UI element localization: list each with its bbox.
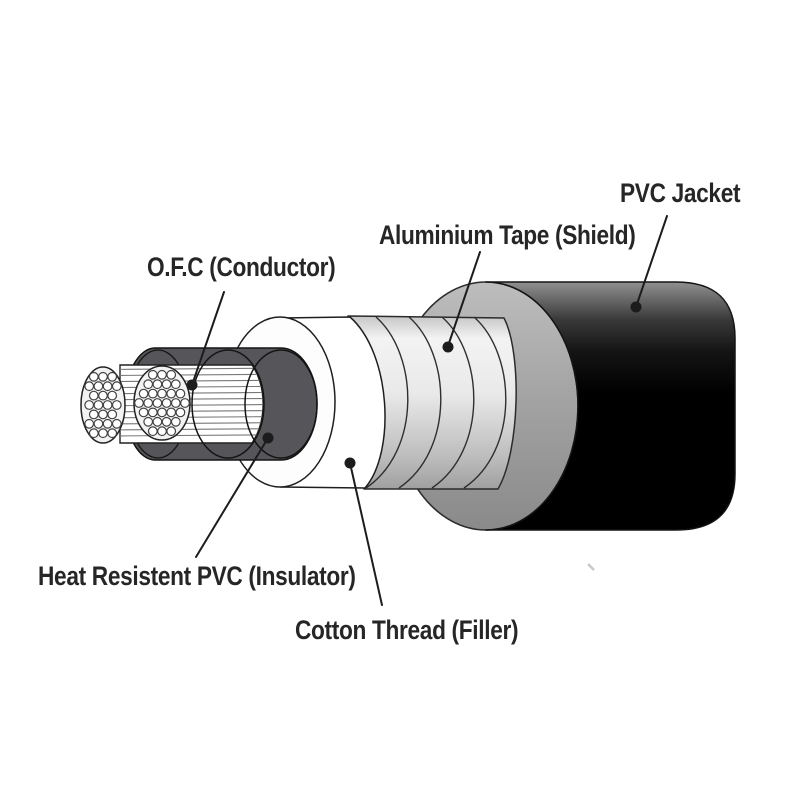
image-artifact-speck bbox=[587, 563, 595, 571]
insulator-core-outline-front bbox=[191, 349, 265, 459]
wire-strand bbox=[84, 400, 95, 410]
ofc-conductor-bundle-front bbox=[80, 366, 126, 444]
callout-dot-filler bbox=[344, 457, 356, 469]
callout-dot-shield bbox=[442, 341, 454, 353]
wire-strand bbox=[111, 381, 122, 392]
label-aluminium-tape-shield: Aluminium Tape (Shield) bbox=[379, 220, 636, 250]
wire-strand bbox=[107, 371, 118, 382]
strand-wires bbox=[84, 371, 122, 439]
wire-strand bbox=[147, 369, 158, 380]
wire-strand bbox=[84, 418, 95, 429]
wire-strand bbox=[111, 400, 122, 410]
wire-strand bbox=[161, 398, 172, 408]
wire-strand bbox=[147, 426, 158, 437]
callout-dot-insulator bbox=[262, 432, 274, 444]
leader-lines bbox=[191, 215, 668, 606]
wire-strand bbox=[166, 426, 177, 437]
pvc-jacket-body bbox=[485, 281, 736, 531]
wire-strand bbox=[88, 409, 99, 420]
label-pvc-jacket: PVC Jacket bbox=[620, 178, 741, 208]
wire-strand bbox=[138, 407, 149, 418]
wire-strand bbox=[147, 388, 158, 399]
wire-strand bbox=[88, 390, 99, 401]
wire-strand bbox=[170, 416, 181, 427]
wire-strand bbox=[138, 388, 149, 399]
wire-strand bbox=[147, 407, 158, 418]
wire-strand bbox=[161, 416, 172, 427]
wire-strand bbox=[143, 416, 154, 427]
wire-strand bbox=[107, 428, 118, 439]
wire-strand bbox=[107, 390, 118, 401]
callout-dot-jacket bbox=[630, 301, 642, 313]
wire-strand bbox=[88, 371, 99, 382]
wire-strand bbox=[170, 398, 181, 408]
wire-strand bbox=[170, 379, 181, 390]
wire-strand bbox=[166, 407, 177, 418]
insulator-core-outline-back bbox=[244, 349, 318, 459]
wire-strand bbox=[88, 428, 99, 439]
wire-strand bbox=[157, 388, 167, 399]
strand-wires bbox=[134, 369, 190, 437]
wire-strand bbox=[157, 426, 167, 437]
wire-strand bbox=[157, 407, 167, 418]
wire-strand bbox=[98, 390, 108, 401]
leader-line-jacket bbox=[635, 215, 668, 308]
wire-strand bbox=[152, 416, 163, 427]
wire-strand bbox=[166, 388, 177, 399]
wire-strand bbox=[107, 409, 118, 420]
shield-wrap-lines bbox=[365, 316, 507, 489]
wire-strand bbox=[111, 418, 122, 429]
leader-line-filler bbox=[349, 462, 383, 606]
wire-strand bbox=[102, 418, 113, 429]
wire-strand bbox=[84, 381, 95, 392]
wire-strand bbox=[102, 381, 113, 392]
wire-strand bbox=[93, 381, 104, 392]
wire-strand bbox=[143, 398, 154, 408]
wire-strand bbox=[157, 369, 167, 380]
label-cotton-thread-filler: Cotton Thread (Filler) bbox=[295, 615, 519, 645]
wire-strand bbox=[166, 369, 177, 380]
wire-strand bbox=[98, 371, 108, 382]
wire-strand bbox=[152, 379, 163, 390]
wire-strand bbox=[175, 388, 186, 399]
wire-strand bbox=[98, 409, 108, 420]
wire-strand bbox=[134, 398, 144, 408]
wire-strand bbox=[180, 398, 190, 408]
leader-line-shield bbox=[447, 251, 481, 347]
wire-strand bbox=[143, 379, 154, 390]
wire-strand bbox=[152, 398, 163, 408]
wire-strand bbox=[161, 379, 172, 390]
aluminium-tape-shield bbox=[347, 315, 517, 490]
wire-strand bbox=[93, 418, 104, 429]
wire-strand bbox=[93, 400, 104, 410]
leader-line-insulator bbox=[195, 437, 269, 558]
wire-strand bbox=[98, 428, 108, 439]
ofc-conductor-bundle-back bbox=[133, 365, 191, 441]
label-ofc-conductor: O.F.C (Conductor) bbox=[147, 252, 336, 282]
wire-strand bbox=[175, 407, 186, 418]
callout-dot-conductor bbox=[186, 379, 198, 391]
callout-dots bbox=[186, 301, 642, 469]
label-heat-resistent-pvc-insulator: Heat Resistent PVC (Insulator) bbox=[38, 561, 356, 591]
wire-strand bbox=[102, 400, 113, 410]
leader-line-conductor bbox=[191, 291, 225, 386]
